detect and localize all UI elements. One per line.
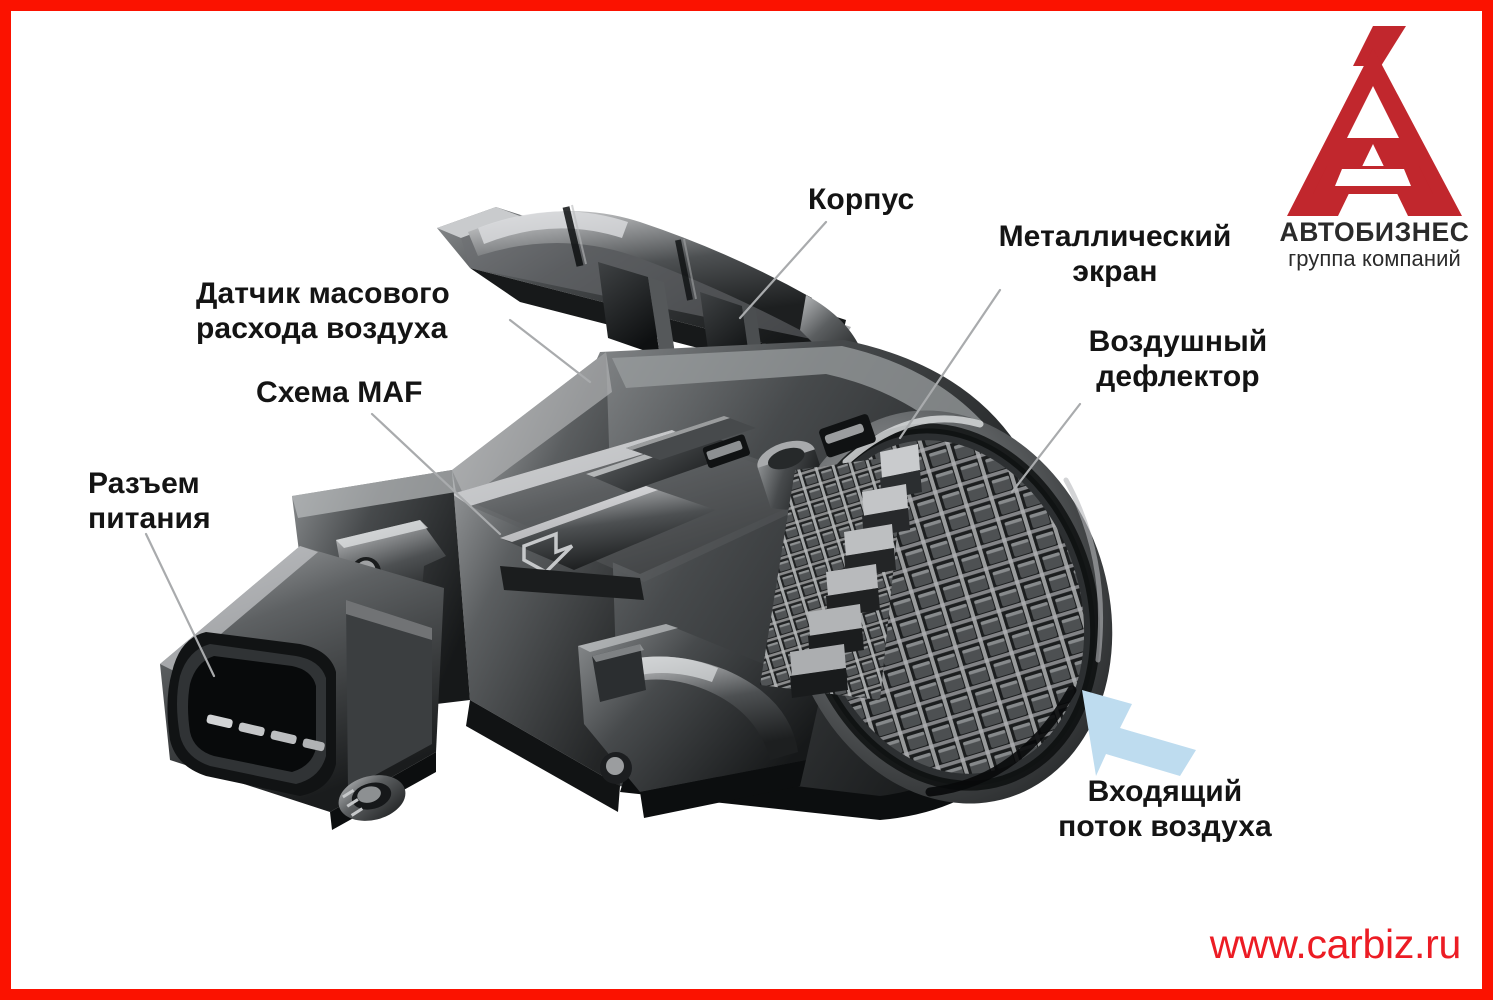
leader-mass-air xyxy=(508,318,592,384)
border-left xyxy=(0,0,11,1000)
connector-pins xyxy=(206,714,325,752)
callout-maf-scheme: Схема MAF xyxy=(256,376,423,409)
deflector-blades xyxy=(790,444,922,698)
power-connector xyxy=(160,470,470,830)
leader-maf-scheme xyxy=(370,412,502,536)
border-top xyxy=(0,0,1493,11)
callout-housing: Корпус xyxy=(808,183,915,216)
leader-deflector xyxy=(1010,402,1082,494)
callout-incoming-air-flow: Входящий поток воздуха xyxy=(1058,775,1272,843)
callout-mass-air-flow-sensor: Датчик масового расхода воздуха xyxy=(196,277,450,345)
callout-power-connector: Разъем питания xyxy=(88,467,211,535)
logo-subtitle: группа компаний xyxy=(1288,246,1461,271)
logo-brand-name: АВТОБИЗНЕС xyxy=(1279,217,1470,247)
border-right xyxy=(1482,0,1493,1000)
callout-metal-screen: Металлический экран xyxy=(998,220,1232,288)
company-logo[interactable]: АВТОБИЗНЕС группа компаний xyxy=(1272,26,1477,272)
bottom-mounting-bracket xyxy=(578,624,822,818)
leader-metal-screen xyxy=(898,288,1002,440)
airflow-arrow xyxy=(1082,690,1196,776)
leader-power xyxy=(144,532,216,678)
callout-air-deflector: Воздушный дефлектор xyxy=(1088,325,1268,393)
maf-sensor-cartridge xyxy=(452,416,836,600)
website-url[interactable]: www.carbiz.ru xyxy=(1209,921,1462,967)
leader-lines xyxy=(144,220,1082,678)
leader-housing xyxy=(738,220,828,320)
air-deflector-screen-assembly xyxy=(760,410,1127,810)
border-bottom xyxy=(0,989,1493,1000)
letter-a-acute-icon xyxy=(1287,26,1462,216)
